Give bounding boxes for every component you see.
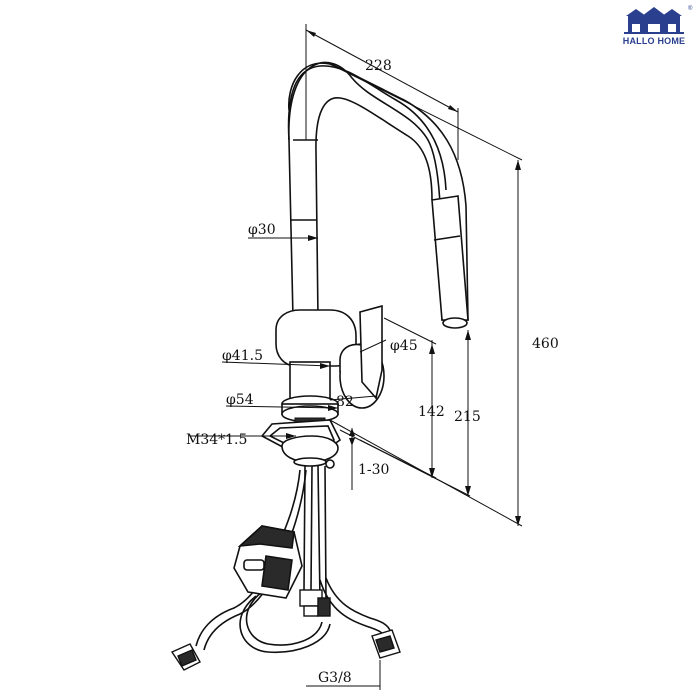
brand-name: HALLO HOME [622, 36, 686, 46]
mounting-plate [260, 419, 342, 469]
registered-mark: ® [688, 6, 693, 12]
dim-spout-height: 215 [454, 409, 481, 425]
dim-handle-offset: 82 [336, 394, 354, 410]
brand-logo: ® HALLO HOME [612, 6, 696, 50]
hose-weight [233, 525, 303, 599]
dimension-lines [190, 24, 523, 690]
dim-tube-diameter: φ30 [248, 222, 276, 238]
house-logo-icon [624, 7, 684, 34]
dim-total-height: 460 [532, 336, 559, 352]
faucet-outline [275, 61, 469, 423]
dim-deck-thickness: 1-30 [358, 462, 389, 478]
dim-inlet-thread: G3/8 [318, 670, 352, 686]
dim-body-diameter: φ41.5 [222, 348, 263, 364]
dim-mount-thread: M34*1.5 [186, 432, 247, 448]
hose-connectors [170, 589, 401, 671]
dimension-arrows [286, 30, 521, 526]
dim-handle-height: 142 [418, 404, 445, 420]
dim-spout-reach: 228 [365, 58, 392, 74]
dim-handle-diameter: φ45 [390, 338, 418, 354]
dim-base-diameter: φ54 [226, 392, 254, 408]
